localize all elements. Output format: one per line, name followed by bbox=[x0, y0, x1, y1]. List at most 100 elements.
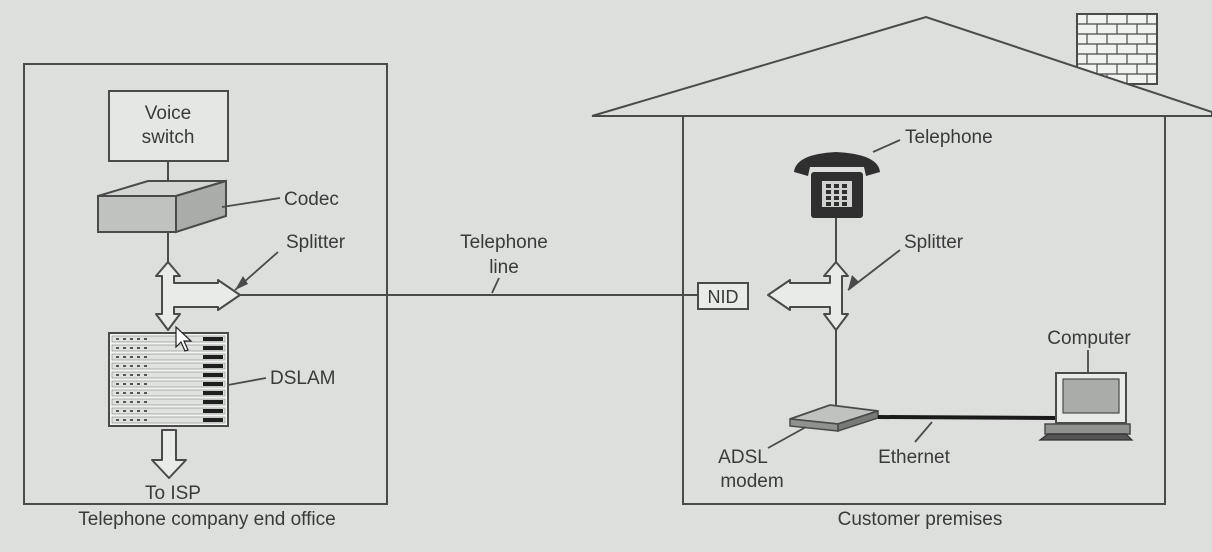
keypad-key bbox=[834, 184, 839, 188]
dslam-led bbox=[123, 419, 126, 421]
dslam-slot bbox=[111, 335, 226, 343]
keypad-key bbox=[826, 184, 831, 188]
dslam-led bbox=[130, 383, 133, 385]
dslam-led bbox=[137, 401, 140, 403]
dslam-led bbox=[130, 401, 133, 403]
dslam-slot bbox=[111, 389, 226, 397]
dslam-slot bbox=[111, 407, 226, 415]
to-isp-label: To ISP bbox=[145, 483, 201, 504]
dslam-led bbox=[130, 365, 133, 367]
dslam-port bbox=[203, 337, 223, 341]
dslam-led bbox=[116, 347, 119, 349]
codec-label: Codec bbox=[284, 189, 339, 210]
end-office-caption: Telephone company end office bbox=[78, 509, 335, 530]
adsl-modem-leader bbox=[767, 426, 807, 449]
keypad-key bbox=[826, 202, 831, 206]
customer-premises-caption: Customer premises bbox=[838, 509, 1003, 530]
dslam-led bbox=[116, 410, 119, 412]
dslam-led bbox=[137, 419, 140, 421]
dslam-led bbox=[137, 365, 140, 367]
telephone-line-leader bbox=[491, 277, 500, 294]
dslam-led bbox=[144, 392, 147, 394]
dslam-slot bbox=[111, 362, 226, 370]
nid-label: NID bbox=[708, 287, 739, 307]
dslam-led bbox=[144, 419, 147, 421]
dslam-led bbox=[130, 374, 133, 376]
adsl-modem-label-line1: ADSL bbox=[718, 447, 768, 468]
adsl-modem-icon bbox=[789, 404, 879, 433]
voice-switch: Voice switch bbox=[108, 90, 229, 162]
dslam-led bbox=[123, 374, 126, 376]
dslam-led bbox=[123, 383, 126, 385]
dslam-led bbox=[130, 419, 133, 421]
dslam-led bbox=[144, 383, 147, 385]
dslam-slot bbox=[111, 353, 226, 361]
dslam-slot bbox=[111, 416, 226, 424]
keypad-key bbox=[826, 196, 831, 200]
office-splitter-arrow bbox=[155, 261, 241, 331]
dslam-led bbox=[130, 392, 133, 394]
voice-switch-label-line2: switch bbox=[142, 127, 195, 148]
premises-splitter-arrow bbox=[767, 261, 849, 331]
dslam-leader bbox=[227, 377, 267, 386]
dslam-led bbox=[116, 383, 119, 385]
dslam-led bbox=[123, 365, 126, 367]
keypad-key bbox=[842, 190, 847, 194]
dslam-port bbox=[203, 409, 223, 413]
keypad-key bbox=[834, 202, 839, 206]
dslam-led bbox=[123, 401, 126, 403]
keypad-key bbox=[826, 190, 831, 194]
telephone-line-label-line1: Telephone bbox=[460, 232, 548, 253]
dslam-slot bbox=[111, 344, 226, 352]
dslam-led bbox=[137, 383, 140, 385]
dslam-led bbox=[144, 374, 147, 376]
dslam-port bbox=[203, 400, 223, 404]
dslam-led bbox=[123, 392, 126, 394]
dslam-led bbox=[130, 338, 133, 340]
dslam-led bbox=[116, 338, 119, 340]
dslam-led bbox=[116, 365, 119, 367]
premises-splitter-leader-head bbox=[848, 275, 859, 290]
house-walls bbox=[682, 116, 1166, 505]
office-splitter-leader-head bbox=[235, 276, 248, 290]
adsl-modem-label-line2: modem bbox=[720, 471, 783, 492]
dslam-led bbox=[144, 401, 147, 403]
dslam-port bbox=[203, 373, 223, 377]
dslam-led bbox=[137, 356, 140, 358]
mouse-cursor-icon bbox=[175, 325, 193, 352]
office-splitter-label: Splitter bbox=[286, 232, 346, 253]
dslam-led bbox=[137, 338, 140, 340]
keypad-key bbox=[842, 196, 847, 200]
dslam-led bbox=[130, 410, 133, 412]
dslam-port bbox=[203, 346, 223, 350]
dslam-port bbox=[203, 418, 223, 422]
codec-box bbox=[97, 179, 227, 234]
dslam-rack bbox=[108, 332, 229, 427]
dslam-led bbox=[123, 347, 126, 349]
end-office-box bbox=[23, 63, 388, 505]
telephone-leader bbox=[872, 139, 901, 153]
dslam-led bbox=[137, 347, 140, 349]
dslam-led bbox=[144, 365, 147, 367]
dslam-led bbox=[137, 392, 140, 394]
dslam-port bbox=[203, 382, 223, 386]
ethernet-label: Ethernet bbox=[878, 447, 951, 468]
dslam-led bbox=[130, 356, 133, 358]
dslam-port bbox=[203, 364, 223, 368]
keypad-key bbox=[842, 184, 847, 188]
keypad-key bbox=[834, 190, 839, 194]
nid-box bbox=[697, 282, 749, 310]
dslam-led bbox=[144, 356, 147, 358]
keypad-key bbox=[842, 202, 847, 206]
dslam-led bbox=[130, 347, 133, 349]
dslam-led bbox=[116, 374, 119, 376]
voice-switch-label-line1: Voice bbox=[145, 103, 191, 124]
dslam-led bbox=[144, 347, 147, 349]
codec-leader bbox=[221, 197, 281, 208]
dslam-label: DSLAM bbox=[270, 368, 335, 389]
computer-icon bbox=[1038, 372, 1134, 441]
keypad-key bbox=[834, 196, 839, 200]
telephone-label: Telephone bbox=[905, 127, 993, 148]
dslam-led bbox=[123, 338, 126, 340]
